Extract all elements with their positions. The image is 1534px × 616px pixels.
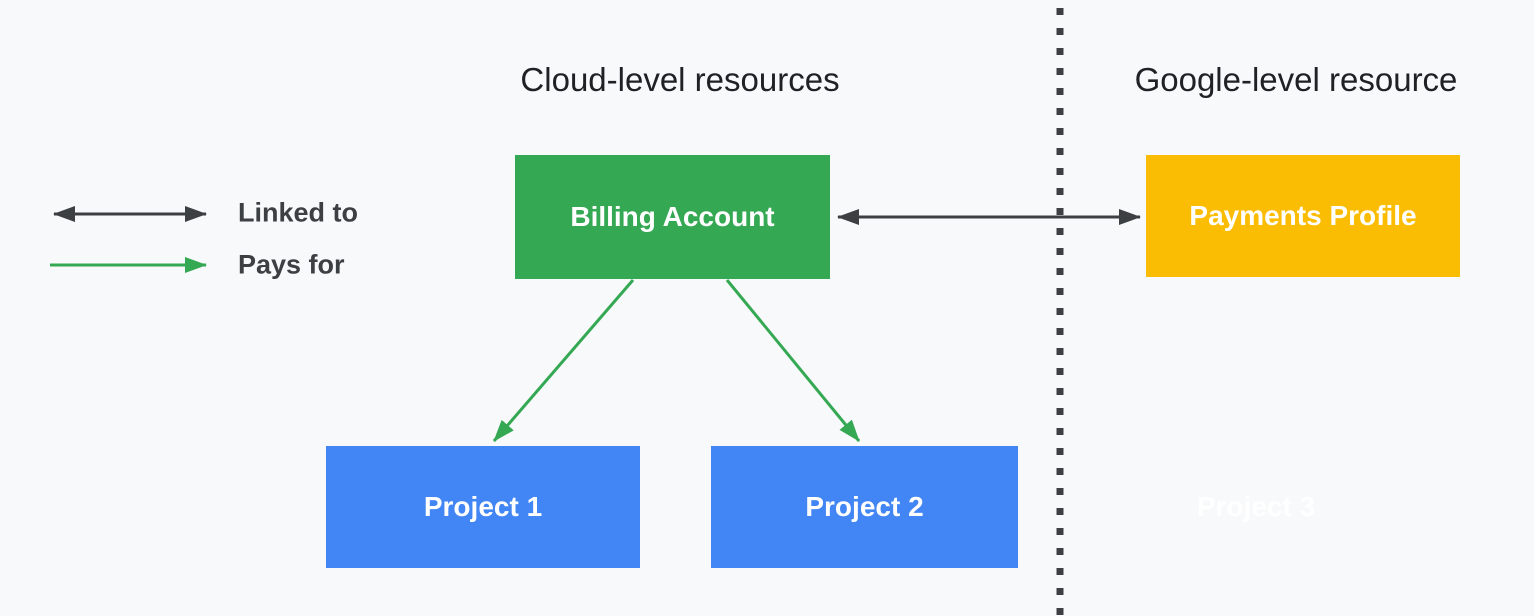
heading-google-level-resource: Google-level resource [1134,61,1458,98]
legend-label-linked-to: Linked to [238,197,358,228]
node-billing-account-label: Billing Account [570,201,775,232]
node-payments-profile-label: Payments Profile [1189,200,1417,231]
node-payments-profile: Payments Profile [1146,155,1460,277]
legend-label-pays-for: Pays for [238,249,345,280]
node-billing-account: Billing Account [515,155,830,279]
node-project-1: Project 1 [326,446,640,568]
node-project-2-label: Project 2 [805,491,924,522]
arrow-billing-project1-pays [492,279,635,442]
arrow-billing-project2-pays [725,279,861,442]
node-project-3-ghost: Project 3 [1099,446,1413,568]
node-project-3-label: Project 3 [1196,491,1316,522]
heading-cloud-level-resources: Cloud-level resources [520,61,840,98]
node-project-2: Project 2 [711,446,1018,568]
node-project-1-label: Project 1 [423,491,543,522]
